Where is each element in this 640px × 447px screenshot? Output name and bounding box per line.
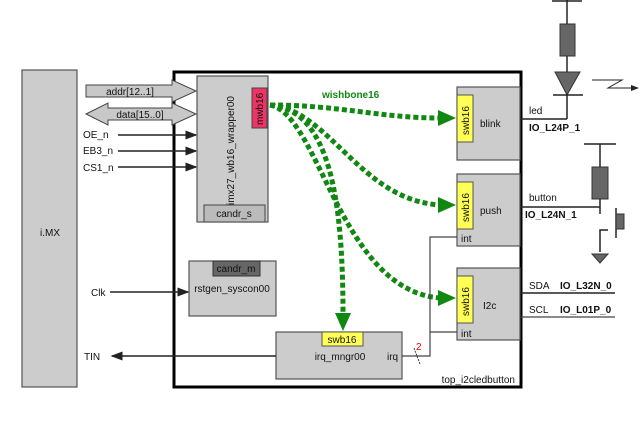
wrapper-block: imx27_wb16_wrapper00 mwb16 candr_s	[196, 75, 269, 223]
rstgen-block: candr_m rstgen_syscon00	[188, 260, 277, 317]
sda-pin-label: IO_L32N_0	[560, 281, 612, 292]
wrapper-label: imx27_wb16_wrapper00	[226, 96, 237, 205]
wishbone-links	[269, 102, 456, 331]
blink-slave-tab: swb16	[461, 106, 472, 135]
oe-label: OE_n	[83, 130, 109, 141]
scl-label: SCL	[529, 305, 549, 316]
sda-label: SDA	[529, 281, 550, 292]
imx-block: i.MX	[21, 69, 78, 388]
eb3-label: EB3_n	[83, 146, 113, 157]
rstgen-label: rstgen_syscon00	[194, 284, 270, 295]
irq-slave-tab: swb16	[328, 335, 357, 346]
led-pin-label: IO_L24P_1	[529, 123, 581, 134]
i2c-int-label: int	[461, 329, 472, 340]
push-block: swb16 push int	[456, 173, 521, 247]
led-label: led	[529, 106, 542, 117]
i2c-label: I2c	[483, 301, 496, 312]
top-label: top_i2cledbutton	[442, 375, 515, 386]
wishbone-label: wishbone16	[321, 90, 380, 101]
i2c-block: swb16 I2c int	[456, 267, 521, 341]
i2c-slave-tab: swb16	[461, 287, 472, 316]
data-label: data[15..0]	[116, 110, 163, 121]
irq-port-label: irq	[387, 352, 398, 363]
tin-label: TIN	[84, 352, 100, 363]
irq-block: swb16 irq_mngr00 irq	[275, 331, 403, 380]
imx-label: i.MX	[40, 228, 60, 239]
blink-block: swb16 blink	[456, 86, 521, 161]
button-label: button	[529, 193, 557, 204]
push-slave-tab: swb16	[461, 193, 472, 222]
data-bus-arrow: data[15..0]	[84, 102, 198, 126]
blink-label: blink	[480, 119, 502, 130]
irq-label: irq_mngr00	[315, 352, 366, 363]
candr-m-label: candr_m	[217, 264, 256, 275]
top-frame	[172, 70, 523, 389]
irq-width-label: 2	[416, 342, 422, 353]
push-int-label: int	[461, 234, 472, 245]
scl-pin-label: IO_L01P_0	[560, 305, 612, 316]
clk-label: Clk	[91, 288, 106, 299]
master-tab-label: mwb16	[255, 92, 266, 125]
led-circuit: led IO_L24P_1	[521, 0, 639, 134]
button-circuit: button IO_L24N_1	[521, 143, 625, 264]
button-pin-label: IO_L24N_1	[525, 210, 577, 221]
push-label: push	[480, 206, 502, 217]
cs1-label: CS1_n	[83, 163, 114, 174]
candr-s-label: candr_s	[216, 209, 252, 220]
addr-bus-arrow: addr[12..1]	[85, 79, 198, 103]
addr-label: addr[12..1]	[106, 87, 154, 98]
